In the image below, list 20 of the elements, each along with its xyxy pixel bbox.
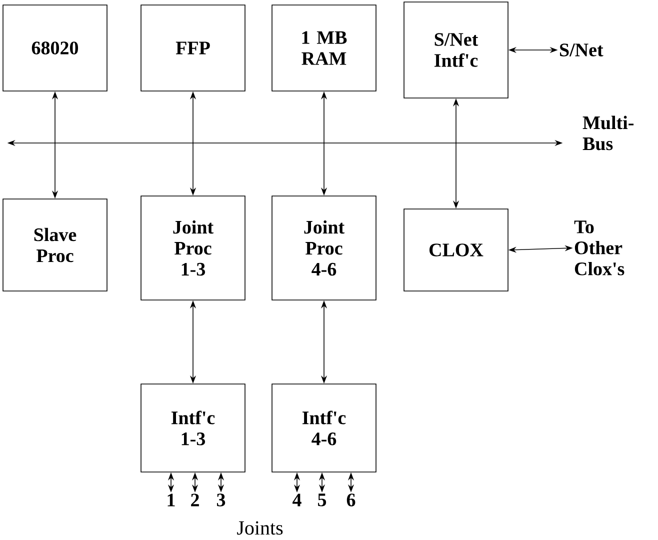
block-box: FFP <box>140 4 246 92</box>
port-label: To Other Clox's <box>574 220 624 276</box>
block-box: Joint Proc 1-3 <box>140 196 246 300</box>
block-box: 68020 <box>2 4 108 92</box>
block-box: 1 MB RAM <box>272 4 376 92</box>
block-box: Slave Proc <box>2 198 108 292</box>
joint-number: 6 <box>346 494 356 506</box>
block-box: CLOX <box>404 208 508 292</box>
block-box: Intf'c 1-3 <box>140 384 246 472</box>
port-label: S/Net <box>560 44 604 56</box>
bus-label: Multi-Bus <box>582 116 634 150</box>
block-box: Intf'c 4-6 <box>272 384 376 472</box>
caption: Joints <box>237 521 283 535</box>
block-box: S/Net Intf'c <box>404 2 508 98</box>
joint-number: 1 <box>168 494 175 506</box>
joint-number: 2 <box>191 494 199 506</box>
joint-number: 4 <box>292 494 302 506</box>
joint-number: 3 <box>216 494 226 506</box>
joint-number: 5 <box>318 494 326 506</box>
block-box: Joint Proc 4-6 <box>272 196 376 300</box>
